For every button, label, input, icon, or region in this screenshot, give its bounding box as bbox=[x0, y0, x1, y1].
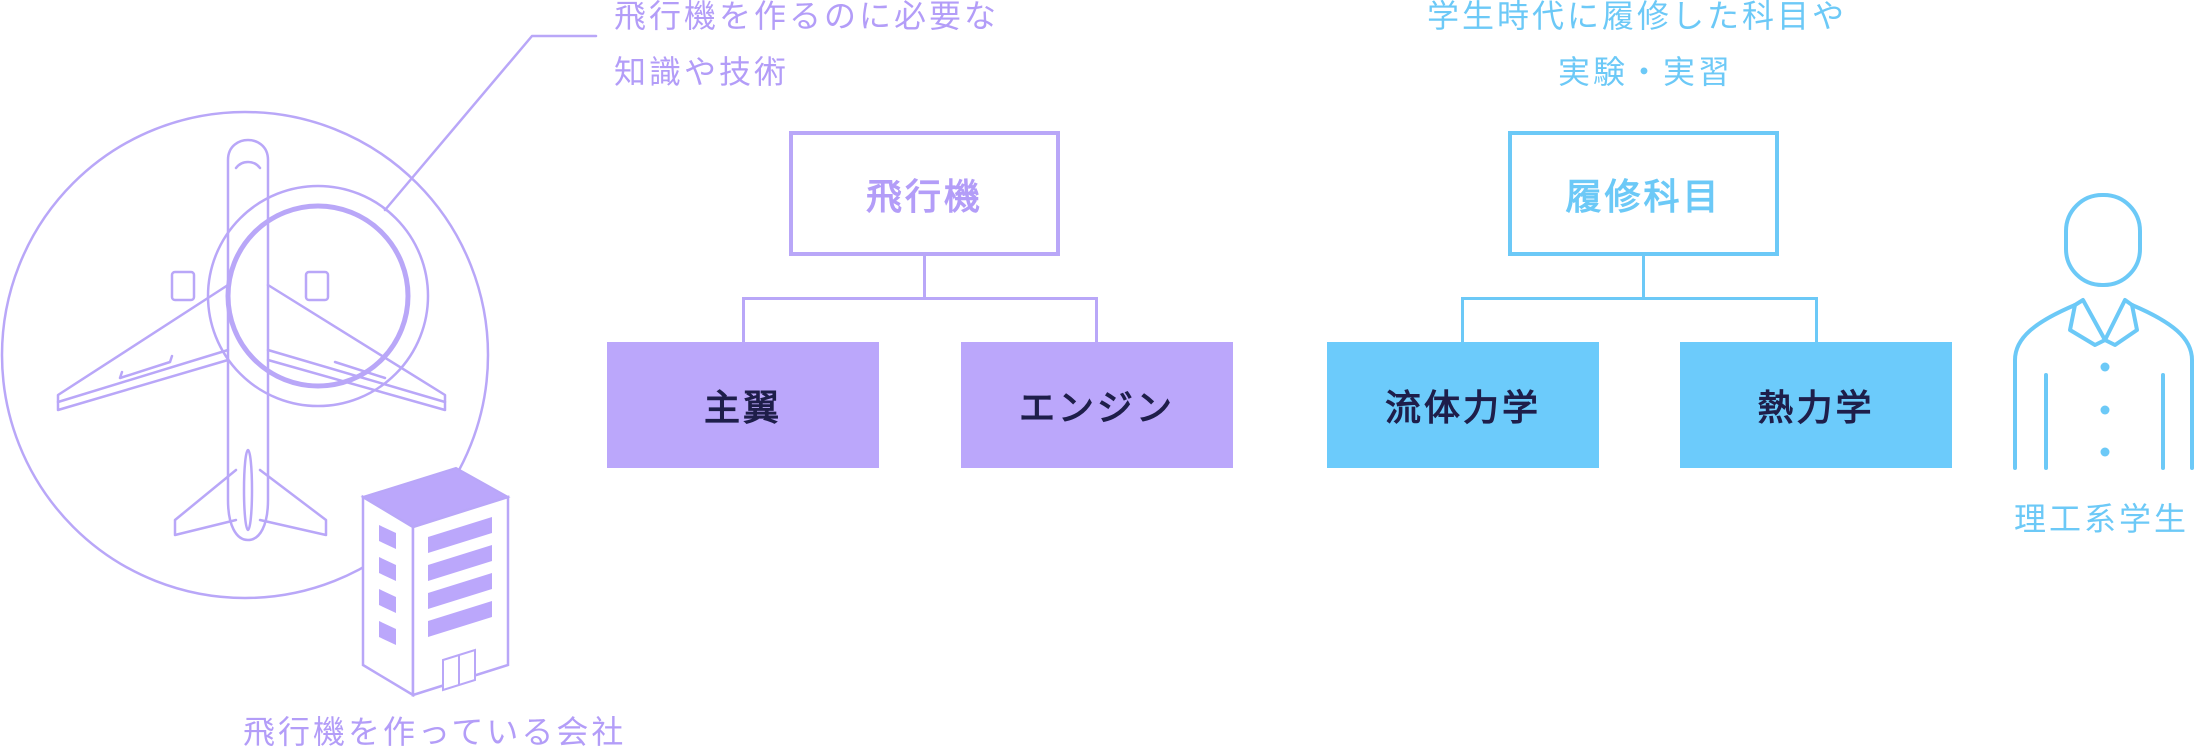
left-callout-line-1: 飛行機を作るのに必要な bbox=[614, 0, 1000, 35]
connector-courses-bar bbox=[1461, 297, 1818, 300]
company-caption: 飛行機を作っている会社 bbox=[243, 713, 627, 751]
student-caption: 理工系学生 bbox=[2014, 500, 2190, 538]
connector-airplane-left bbox=[742, 297, 745, 343]
tree-child-engine: エンジン bbox=[961, 342, 1233, 468]
connector-airplane-bar bbox=[742, 297, 1098, 300]
tree-child-fluid-dynamics: 流体力学 bbox=[1327, 342, 1599, 468]
tree-child-thermodynamics-label: 熱力学 bbox=[1757, 388, 1875, 429]
airplane-illustration bbox=[0, 34, 598, 698]
connector-airplane-right bbox=[1095, 297, 1098, 343]
tree-child-fluid-dynamics-label: 流体力学 bbox=[1384, 388, 1541, 429]
right-callout-line-2: 実験・実習 bbox=[1558, 53, 1734, 91]
tree-root-airplane-label: 飛行機 bbox=[865, 176, 983, 218]
connector-courses-left bbox=[1461, 297, 1464, 343]
left-callout-line-2: 知識や技術 bbox=[614, 53, 790, 91]
connector-airplane-stem bbox=[923, 256, 926, 299]
connector-courses-right bbox=[1815, 297, 1818, 343]
tree-root-airplane: 飛行機 bbox=[789, 131, 1060, 256]
tree-child-thermodynamics: 熱力学 bbox=[1680, 342, 1952, 468]
tree-child-engine-label: エンジン bbox=[1018, 388, 1175, 429]
tree-root-courses: 履修科目 bbox=[1508, 131, 1779, 256]
tree-child-main-wing: 主翼 bbox=[607, 342, 879, 468]
tree-root-courses-label: 履修科目 bbox=[1565, 176, 1722, 218]
connector-courses-stem bbox=[1642, 256, 1645, 299]
right-callout-line-1: 学生時代に履修した科目や bbox=[1427, 0, 1848, 35]
tree-child-main-wing-label: 主翼 bbox=[703, 388, 782, 429]
company-building-icon bbox=[360, 466, 511, 698]
